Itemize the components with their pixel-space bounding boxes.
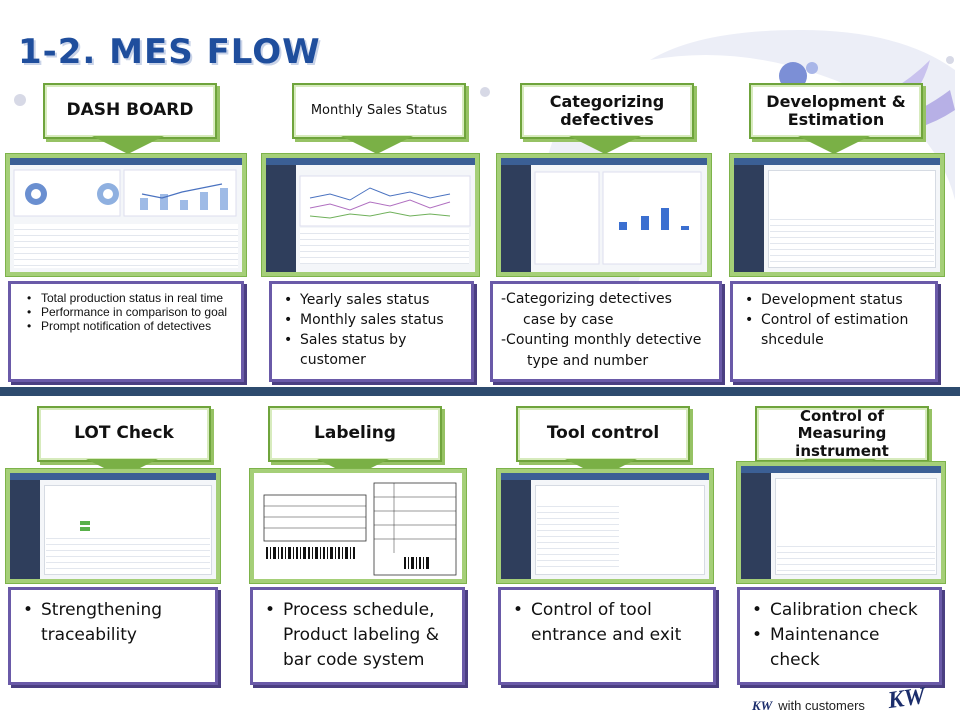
dashboard-arrow: [92, 136, 164, 154]
defectives-desc-line: case by case: [523, 311, 614, 328]
measuring-instrument-description: Calibration check Maintenance check: [737, 587, 942, 685]
monthly-sales-arrow: [341, 136, 413, 154]
tool-control-screenshot: [497, 469, 713, 583]
measuring-instrument-desc-item: Maintenance check: [752, 623, 933, 673]
row-divider: [0, 387, 960, 396]
footer-tagline-text: with customers: [778, 698, 865, 713]
footer-brand: KW: [752, 698, 773, 713]
footer-tagline: KW with customers: [752, 698, 865, 714]
monthly-sales-desc-item: Sales status by customer: [284, 330, 465, 370]
defectives-description: -Categorizing detectives case by case -C…: [490, 281, 722, 382]
page-title: 1-2. MES FLOW: [18, 32, 321, 72]
defectives-desc-line: -Counting monthly detective: [501, 332, 702, 348]
dashboard-desc-item: Performance in comparison to goal: [25, 305, 235, 319]
defectives-screenshot: [497, 154, 711, 276]
tool-control-description: Control of tool entrance and exit: [498, 587, 716, 685]
defectives-arrow: [569, 136, 641, 154]
development-label: Development & Estimation: [749, 83, 923, 139]
defectives-desc-line: type and number: [527, 352, 649, 369]
measuring-instrument-desc-item: Calibration check: [752, 598, 933, 623]
dashboard-label: DASH BOARD: [43, 83, 217, 139]
monthly-sales-label: Monthly Sales Status: [292, 83, 466, 139]
labeling-description: Process schedule, Product labeling & bar…: [250, 587, 465, 685]
monthly-sales-desc-item: Yearly sales status: [284, 290, 465, 310]
defectives-desc-line: -Categorizing detectives: [501, 291, 672, 307]
company-logo: KW: [886, 683, 927, 715]
dashboard-description: Total production status in real time Per…: [8, 281, 244, 382]
development-arrow: [798, 136, 870, 154]
tool-control-label: Tool control: [516, 406, 690, 462]
measuring-instrument-label: Control of Measuring instrument: [755, 406, 929, 462]
tool-control-desc-item: Control of tool entrance and exit: [513, 598, 707, 648]
development-desc-item: Development status: [745, 290, 929, 310]
monthly-sales-screenshot: [262, 154, 479, 276]
dashboard-screenshot: [6, 154, 246, 276]
lot-check-screenshot: [6, 469, 220, 583]
lot-check-desc-item: Strengthening traceability: [23, 598, 209, 648]
monthly-sales-description: Yearly sales status Monthly sales status…: [269, 281, 474, 382]
labeling-desc-item: Process schedule, Product labeling & bar…: [265, 598, 456, 673]
lot-check-label: LOT Check: [37, 406, 211, 462]
defectives-label: Categorizing defectives: [520, 83, 694, 139]
dashboard-desc-item: Total production status in real time: [25, 291, 235, 305]
development-screenshot: [730, 154, 944, 276]
development-description: Development status Control of estimation…: [730, 281, 938, 382]
monthly-sales-desc-item: Monthly sales status: [284, 310, 465, 330]
labeling-screenshot: [250, 469, 466, 583]
dashboard-desc-item: Prompt notification of detectives: [25, 319, 235, 333]
measuring-instrument-screenshot: [737, 462, 945, 583]
development-desc-item: Control of estimation shcedule: [745, 310, 929, 350]
lot-check-description: Strengthening traceability: [8, 587, 218, 685]
labeling-label: Labeling: [268, 406, 442, 462]
